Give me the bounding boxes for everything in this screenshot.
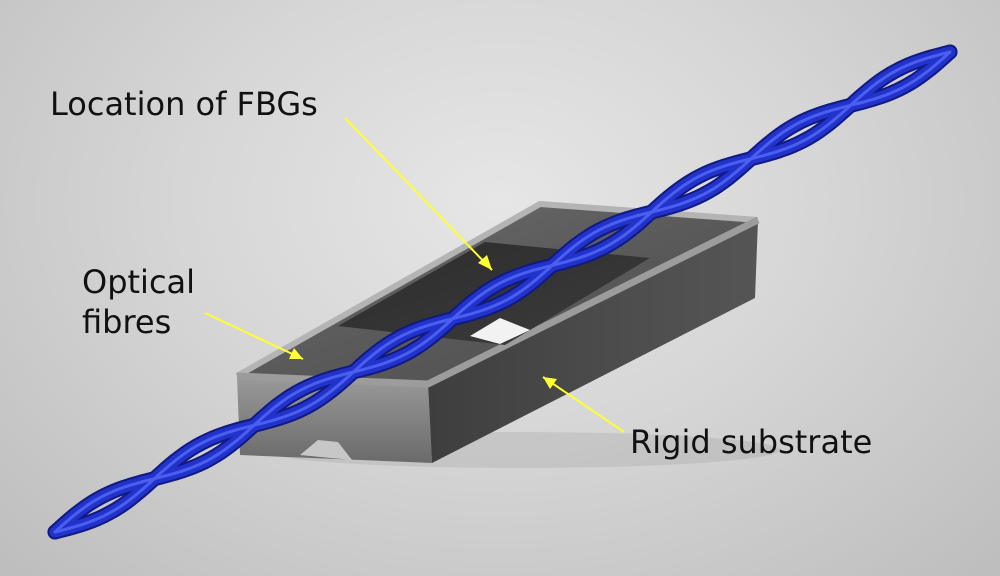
fibre-strand-a-highlight bbox=[53, 50, 952, 534]
substrate-front-face bbox=[428, 220, 758, 463]
label-optical-fibres: Optical fibres bbox=[82, 262, 195, 342]
substrate-notch bbox=[300, 440, 352, 460]
arrow-fbg-location bbox=[344, 117, 493, 271]
label-rigid-substrate: Rigid substrate bbox=[630, 423, 873, 461]
arrowhead-rigid-substrate bbox=[543, 377, 557, 389]
annotation-arrows bbox=[204, 117, 625, 433]
label-location-of-fbgs: Location of FBGs bbox=[50, 85, 318, 123]
arrow-rigid-substrate bbox=[542, 376, 625, 433]
substrate-front-rim bbox=[236, 216, 760, 388]
arrowhead-fbg-location bbox=[478, 255, 492, 270]
fibre-strand-b-highlight bbox=[53, 50, 952, 534]
label-optical-fibres-line1: Optical bbox=[82, 263, 196, 301]
optical-fibres bbox=[47, 44, 958, 540]
arrow-optical-fibres bbox=[204, 312, 304, 360]
substrate-top-rim bbox=[235, 201, 759, 379]
substrate-through-hole bbox=[470, 318, 530, 344]
label-optical-fibres-line2: fibres bbox=[82, 303, 172, 341]
arrowhead-optical-fibres bbox=[289, 348, 303, 359]
